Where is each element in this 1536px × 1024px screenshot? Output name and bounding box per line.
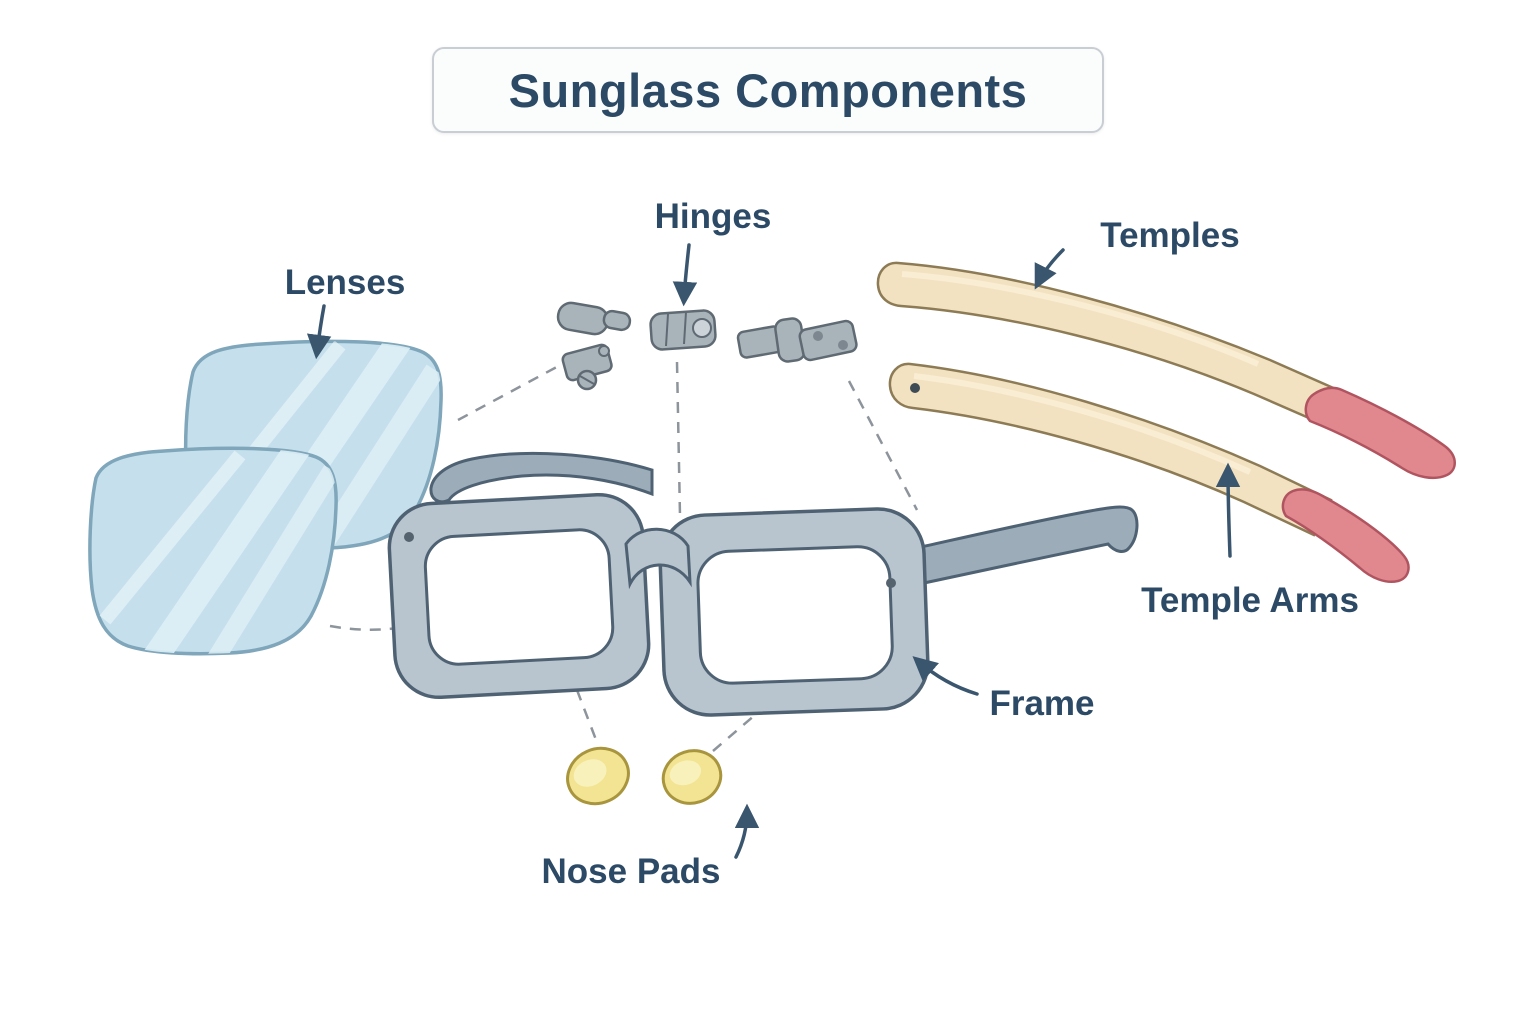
temple-upper-highlight [901,271,1260,367]
arrow-hinges [672,243,698,307]
temple-lower-arm [888,362,1333,537]
nose-pad-left [566,746,630,806]
hinge-part-middle [649,309,717,351]
dashed-line-hinge-to-frame-right [847,380,919,511]
lenses-group [88,339,443,656]
temple-upper-tip [1304,386,1456,480]
temple-screw-hole [910,383,920,393]
label-lenses: Lenses [284,263,406,302]
frame-screw-left [404,532,414,542]
arrow-lenses [306,304,332,360]
nose-pads-group [566,746,723,806]
label-nose-pads: Nose Pads [541,852,721,891]
diagram-title: Sunglass Components [508,63,1028,117]
arrow-temples [1034,248,1065,290]
label-temple-arms: Temple Arms [1141,581,1359,620]
lens-lower-highlights [99,448,337,654]
dashed-line-lens-to-hinge [457,360,567,422]
frame-folded-temple-right [919,505,1139,585]
temple-lower-highlight [913,373,1252,475]
arrow-frame [912,656,979,696]
frame-group [387,451,1139,717]
frame-bridge [624,527,692,590]
label-arrows [306,243,1241,859]
frame-folded-temple-left [429,451,654,504]
label-temples: Temples [1100,216,1240,255]
arrow-nose-pads [734,803,760,859]
title-box: Sunglass Components [432,47,1104,133]
temple-upper-arm [876,261,1349,430]
frame-right-lens-opening [696,545,894,685]
temples-group [876,261,1456,583]
label-frame: Frame [989,684,1095,723]
arrow-temple-arms [1215,462,1241,558]
dashed-line-hinge-to-bridge [675,361,682,517]
frame-screw-right [886,578,896,588]
dashed-line-frame-to-nosepad [575,689,600,746]
nose-pad-right [661,749,723,805]
hinge-part-left [556,301,632,391]
hinge-part-right [736,317,858,363]
frame-left-lens-opening [423,528,615,666]
label-hinges: Hinges [654,197,772,236]
hinges-group [556,301,858,391]
temple-lower-tip [1281,488,1410,583]
